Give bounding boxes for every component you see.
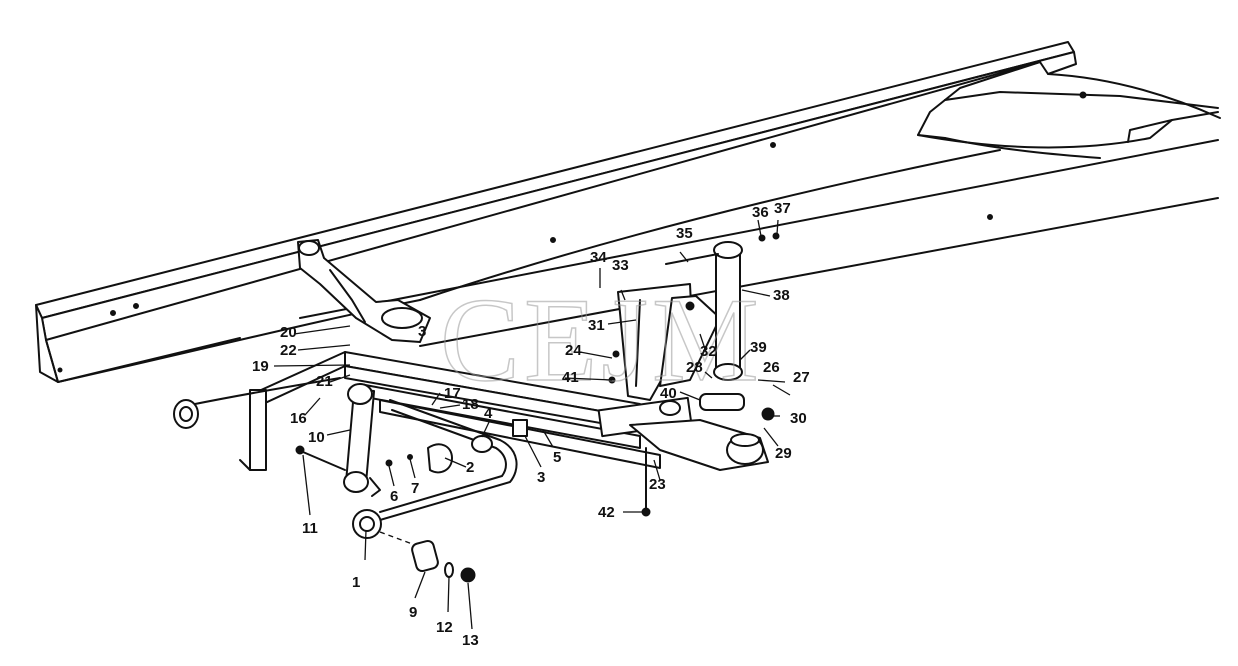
callout-3-upper: 3 xyxy=(418,323,426,340)
callout-13: 13 xyxy=(462,632,479,649)
callout-32: 32 xyxy=(700,343,717,360)
callout-17: 17 xyxy=(444,385,461,402)
callout-22: 22 xyxy=(280,342,297,359)
upper-bracket-left xyxy=(297,239,431,343)
callout-19: 19 xyxy=(252,358,269,375)
callout-39: 39 xyxy=(750,339,767,356)
callout-16: 16 xyxy=(290,410,307,427)
callout-28: 28 xyxy=(686,359,703,376)
callout-42: 42 xyxy=(598,504,615,521)
callout-38: 38 xyxy=(773,287,790,304)
callout-36: 36 xyxy=(752,204,769,221)
stabilizer-bar xyxy=(173,377,518,539)
callout-3: 3 xyxy=(537,469,545,486)
callout-26: 26 xyxy=(763,359,780,376)
callout-labels: 1 2 3 3 4 5 6 7 9 10 11 12 13 16 17 18 1… xyxy=(252,200,810,649)
callout-34: 34 xyxy=(590,249,607,266)
shock-absorber xyxy=(665,232,780,381)
callout-30: 30 xyxy=(790,410,807,427)
callout-35: 35 xyxy=(676,225,693,242)
callout-40: 40 xyxy=(660,385,677,402)
bushing-assembly xyxy=(379,531,476,583)
callout-4: 4 xyxy=(484,405,493,422)
callout-12: 12 xyxy=(436,619,453,636)
callout-10: 10 xyxy=(308,429,325,446)
callout-27: 27 xyxy=(793,369,810,386)
watermark-text: CEJM xyxy=(440,273,763,406)
callout-31: 31 xyxy=(588,317,605,334)
callout-6: 6 xyxy=(390,488,398,505)
callout-20: 20 xyxy=(280,324,297,341)
lower-mount-right xyxy=(629,393,775,517)
leader-lines xyxy=(273,219,791,630)
callout-2: 2 xyxy=(466,459,474,476)
callout-37: 37 xyxy=(774,200,791,217)
callout-18: 18 xyxy=(462,396,479,413)
callout-24: 24 xyxy=(565,342,582,359)
callout-41: 41 xyxy=(562,369,579,386)
callout-29: 29 xyxy=(775,445,792,462)
callout-33: 33 xyxy=(612,257,629,274)
callout-5: 5 xyxy=(553,449,561,466)
callout-9: 9 xyxy=(409,604,417,621)
callout-11: 11 xyxy=(302,520,318,537)
callout-1: 1 xyxy=(352,574,360,591)
drop-link xyxy=(343,383,381,497)
clamp-parts xyxy=(295,419,528,474)
callout-21: 21 xyxy=(316,373,333,390)
callout-23: 23 xyxy=(649,476,666,493)
callout-7: 7 xyxy=(411,480,419,497)
